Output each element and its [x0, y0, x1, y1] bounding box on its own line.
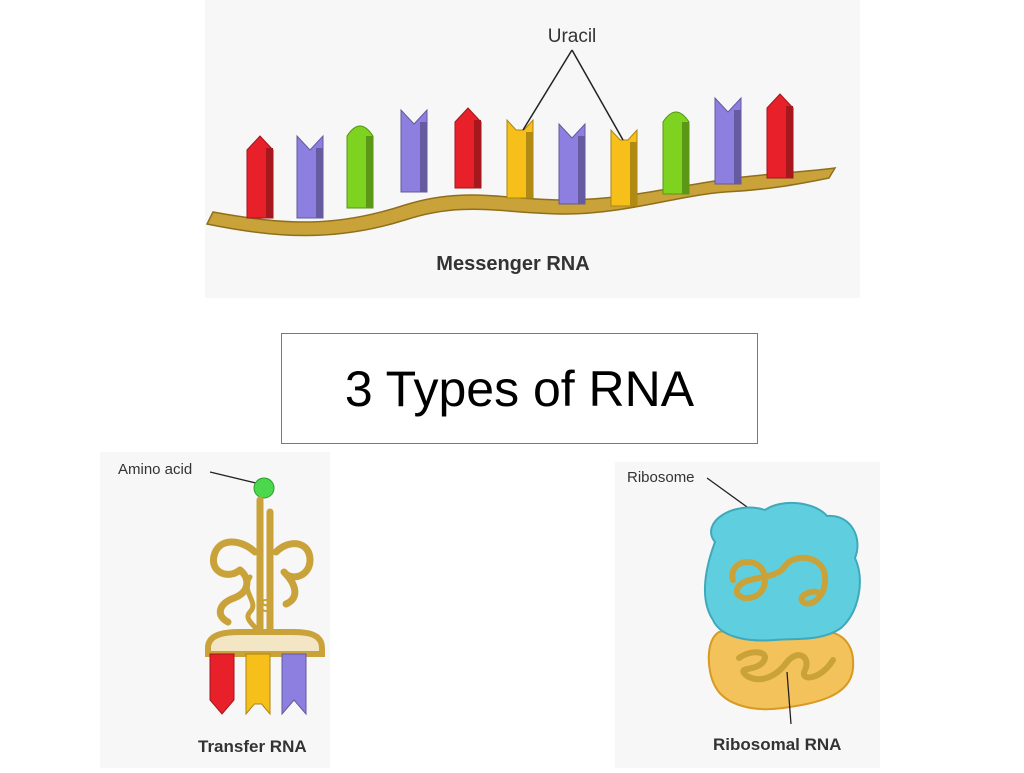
amino-acid-pointer — [209, 471, 261, 485]
trna-base-yellow — [245, 653, 271, 716]
mrna-base-shadow — [316, 148, 323, 218]
trna-label: Transfer RNA — [198, 737, 307, 756]
uracil-pointer-line-2 — [571, 49, 624, 141]
mrna-base-shadow — [474, 120, 481, 188]
mrna-base-shadow — [682, 122, 689, 194]
mrna-base-shadow — [266, 148, 273, 218]
mrna-label: Messenger RNA — [436, 253, 589, 275]
trna-background — [100, 452, 330, 768]
rrna-pointer — [786, 671, 792, 725]
trna-bases — [209, 653, 307, 716]
mrna-panel: Uracil Messenger RNA — [205, 0, 860, 298]
trna-illustration: Amino acid S Transfer RNA — [100, 452, 330, 768]
amino-acid-label: Amino acid — [118, 461, 192, 478]
title-box: 3 Types of RNA — [281, 333, 758, 444]
trna-base-blue — [281, 653, 307, 716]
mrna-base-shadow — [630, 142, 637, 206]
rrna-panel: Ribosome Ribosomal RNA — [615, 462, 880, 768]
trna-cloverleaf — [209, 496, 314, 641]
mrna-backbone — [205, 167, 837, 237]
rrna-label: Ribosomal RNA — [713, 735, 841, 754]
ribosome-label: Ribosome — [627, 469, 695, 486]
mrna-base-shadow — [526, 132, 533, 198]
mrna-base-shadow — [786, 106, 793, 178]
trna-anticodon-arm — [205, 629, 325, 657]
trna-s-loop: S — [260, 596, 272, 616]
amino-acid-sphere — [253, 477, 275, 499]
mrna-base-shadow — [366, 136, 373, 208]
mrna-base-shadow — [734, 110, 741, 184]
mrna-illustration: Uracil Messenger RNA — [205, 0, 860, 298]
rrna-strand-upper — [729, 554, 829, 607]
rrna-illustration: Ribosome Ribosomal RNA — [615, 462, 880, 768]
mrna-bases — [246, 93, 794, 219]
mrna-base-shadow — [420, 122, 427, 192]
uracil-label: Uracil — [548, 26, 597, 47]
mrna-base-shadow — [578, 136, 585, 204]
trna-base-red — [209, 653, 235, 715]
uracil-pointer-line-1 — [522, 49, 573, 131]
trna-panel: Amino acid S Transfer RNA — [100, 452, 330, 768]
slide-title: 3 Types of RNA — [344, 360, 695, 417]
rrna-strand-lower — [736, 649, 836, 683]
